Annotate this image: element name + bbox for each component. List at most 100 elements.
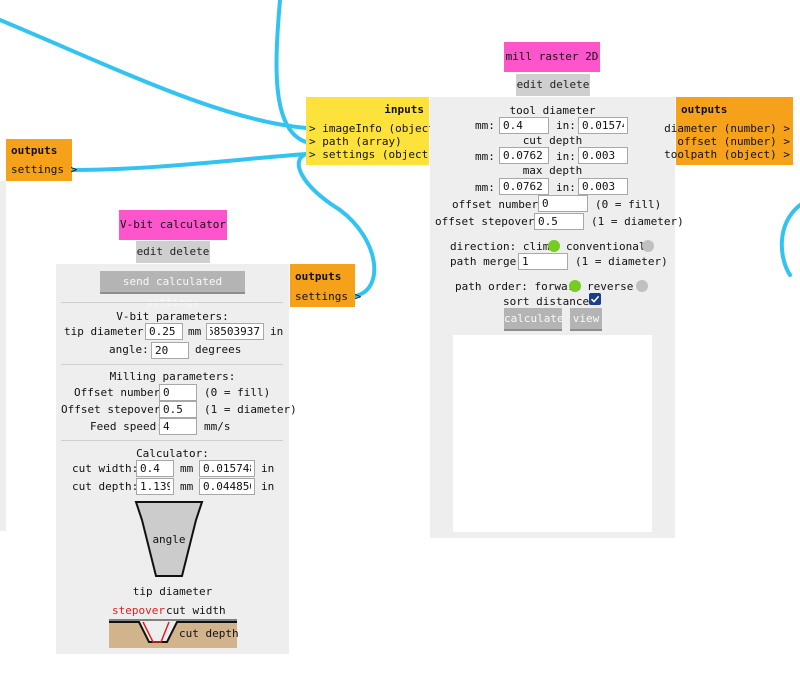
view-button[interactable]: view [570, 308, 602, 331]
path-merge-hint: (1 = diameter) [575, 255, 668, 268]
mill-edit-delete[interactable]: edit delete [516, 74, 590, 96]
wire-right[interactable] [779, 203, 800, 277]
angle-unit: degrees [195, 343, 242, 356]
mill-offset-number-input[interactable] [538, 195, 588, 212]
cut-width-label: cut width: [72, 462, 139, 475]
mill-offset-stepover-hint: (1 = diameter) [591, 215, 684, 228]
mill-offset-stepover-label: offset stepover: [435, 215, 541, 228]
cut-depth-mm-unit: mm [180, 480, 194, 493]
check-icon [590, 295, 600, 303]
mill-panel: tool diameter mm: in: cut depth mm: in: … [430, 97, 684, 538]
direction-conventional-label: conventional [566, 240, 646, 253]
vbit-offset-stepover-label: Offset stepover: [61, 403, 167, 416]
max-depth-heading: max depth [522, 164, 583, 177]
max-depth-in-label: in: [556, 181, 576, 194]
mill-offset-stepover-input[interactable] [534, 213, 584, 230]
feed-speed-input[interactable] [159, 418, 197, 435]
sort-distance-label: sort distance: [503, 295, 596, 308]
output-port-toolpath[interactable]: toolpath (object) > [664, 148, 790, 161]
cut-depth-heading: cut depth [522, 134, 583, 147]
diagram-stepover-label: stepover [112, 604, 165, 617]
cut-depth-mm-label: mm: [475, 150, 495, 163]
cut-depth-in-unit: in [261, 480, 275, 493]
tip-diameter-mm-input[interactable] [145, 323, 183, 340]
angle-input[interactable] [151, 342, 189, 359]
vbit-parameters-heading: V-bit parameters: [116, 310, 229, 323]
sort-distance-checkbox[interactable] [589, 293, 601, 305]
direction-label: direction: climb [450, 240, 556, 253]
vbit-offset-number-hint: (0 = fill) [204, 386, 271, 399]
mill-inputs-node[interactable]: inputs > imageInfo (object) > path (arra… [306, 97, 441, 165]
tip-diameter-in-input[interactable] [206, 323, 264, 340]
input-port-path[interactable]: > path (array) [309, 135, 402, 148]
wire-top[interactable] [274, 0, 308, 144]
mill-offset-number-label: offset number: [452, 198, 545, 211]
feed-speed-unit: mm/s [204, 420, 231, 433]
mill-outputs-node[interactable]: outputs diameter (number) > offset (numb… [664, 97, 793, 165]
mill-outputs-title: outputs [681, 103, 728, 116]
cut-depth-label: cut depth: [72, 480, 139, 493]
vbit-offset-number-input[interactable] [159, 384, 197, 401]
input-port-imageinfo[interactable]: > imageInfo (object) [309, 122, 442, 135]
tip-diameter-label: tip diameter: [64, 325, 151, 338]
calculate-button[interactable]: calculate [504, 308, 564, 331]
toolpath-preview-canvas[interactable] [453, 335, 652, 532]
tool-diameter-mm-label: mm: [475, 119, 495, 132]
mill-title[interactable]: mill raster 2D [504, 42, 600, 72]
left-panel-edge [0, 181, 6, 531]
vbit-outputs-node[interactable]: outputs settings > [290, 264, 361, 307]
direction-climb-radio[interactable] [548, 240, 560, 252]
mill-cut-depth-mm-input[interactable] [499, 147, 549, 164]
max-depth-mm-input[interactable] [499, 178, 549, 195]
tool-diameter-mm-input[interactable] [499, 117, 549, 134]
path-order-label: path order: forward [455, 280, 581, 293]
milling-parameters-heading: Milling parameters: [109, 370, 236, 383]
input-port-settings[interactable]: > settings (object) [309, 148, 435, 161]
wire-left-outputs[interactable] [70, 152, 308, 172]
cut-width-mm-unit: mm [180, 462, 194, 475]
direction-conventional-radio[interactable] [642, 240, 654, 252]
diagram-angle-label: angle [152, 533, 186, 546]
cut-section-diagram [109, 619, 237, 648]
left-outputs-title: outputs [11, 144, 58, 157]
mill-cut-depth-in-input[interactable] [578, 147, 628, 164]
vbit-offset-stepover-input[interactable] [159, 401, 197, 418]
wire-top-left[interactable] [0, 18, 308, 130]
tool-diameter-in-input[interactable] [578, 117, 628, 134]
cut-depth-in-input[interactable] [199, 478, 255, 495]
vbit-outputs-port-settings[interactable]: settings > [295, 290, 362, 303]
mill-inputs-title: inputs [384, 103, 424, 116]
diagram-cut-depth-label: cut depth [179, 627, 239, 640]
divider [61, 364, 283, 365]
left-outputs-node[interactable]: outputs settings > [6, 139, 77, 181]
output-port-offset[interactable]: offset (number) > [677, 135, 790, 148]
cut-width-in-unit: in [261, 462, 275, 475]
divider [61, 302, 283, 303]
diagram-tip-diameter-label: tip diameter [132, 585, 213, 598]
vbit-offset-stepover-hint: (1 = diameter) [204, 403, 297, 416]
cut-width-in-input[interactable] [199, 460, 255, 477]
left-outputs-port-settings[interactable]: settings > [11, 163, 78, 176]
cut-width-mm-input[interactable] [136, 460, 174, 477]
send-calculated-settings-button[interactable]: send calculated settings [100, 271, 245, 309]
angle-label: angle: [109, 343, 149, 356]
vbit-offset-number-label: Offset number: [74, 386, 167, 399]
path-order-forward-radio[interactable] [569, 280, 581, 292]
path-merge-input[interactable] [518, 253, 568, 270]
path-order-reverse-radio[interactable] [636, 280, 648, 292]
vbit-title[interactable]: V-bit calculator [119, 210, 227, 240]
vbit-diagram [134, 501, 204, 577]
wire-vbit-settings[interactable] [296, 152, 377, 298]
calculator-heading: Calculator: [136, 447, 209, 460]
divider [61, 440, 283, 441]
output-port-diameter[interactable]: diameter (number) > [664, 122, 790, 135]
tool-diameter-heading: tool diameter [509, 104, 596, 117]
vbit-edit-delete[interactable]: edit delete [136, 241, 210, 263]
tip-diameter-mm-unit: mm [188, 325, 202, 338]
diagram-cut-width-label: cut width [166, 604, 226, 617]
cut-depth-in-label: in: [556, 150, 576, 163]
max-depth-mm-label: mm: [475, 181, 495, 194]
max-depth-in-input[interactable] [578, 178, 628, 195]
cut-depth-mm-input[interactable] [136, 478, 174, 495]
